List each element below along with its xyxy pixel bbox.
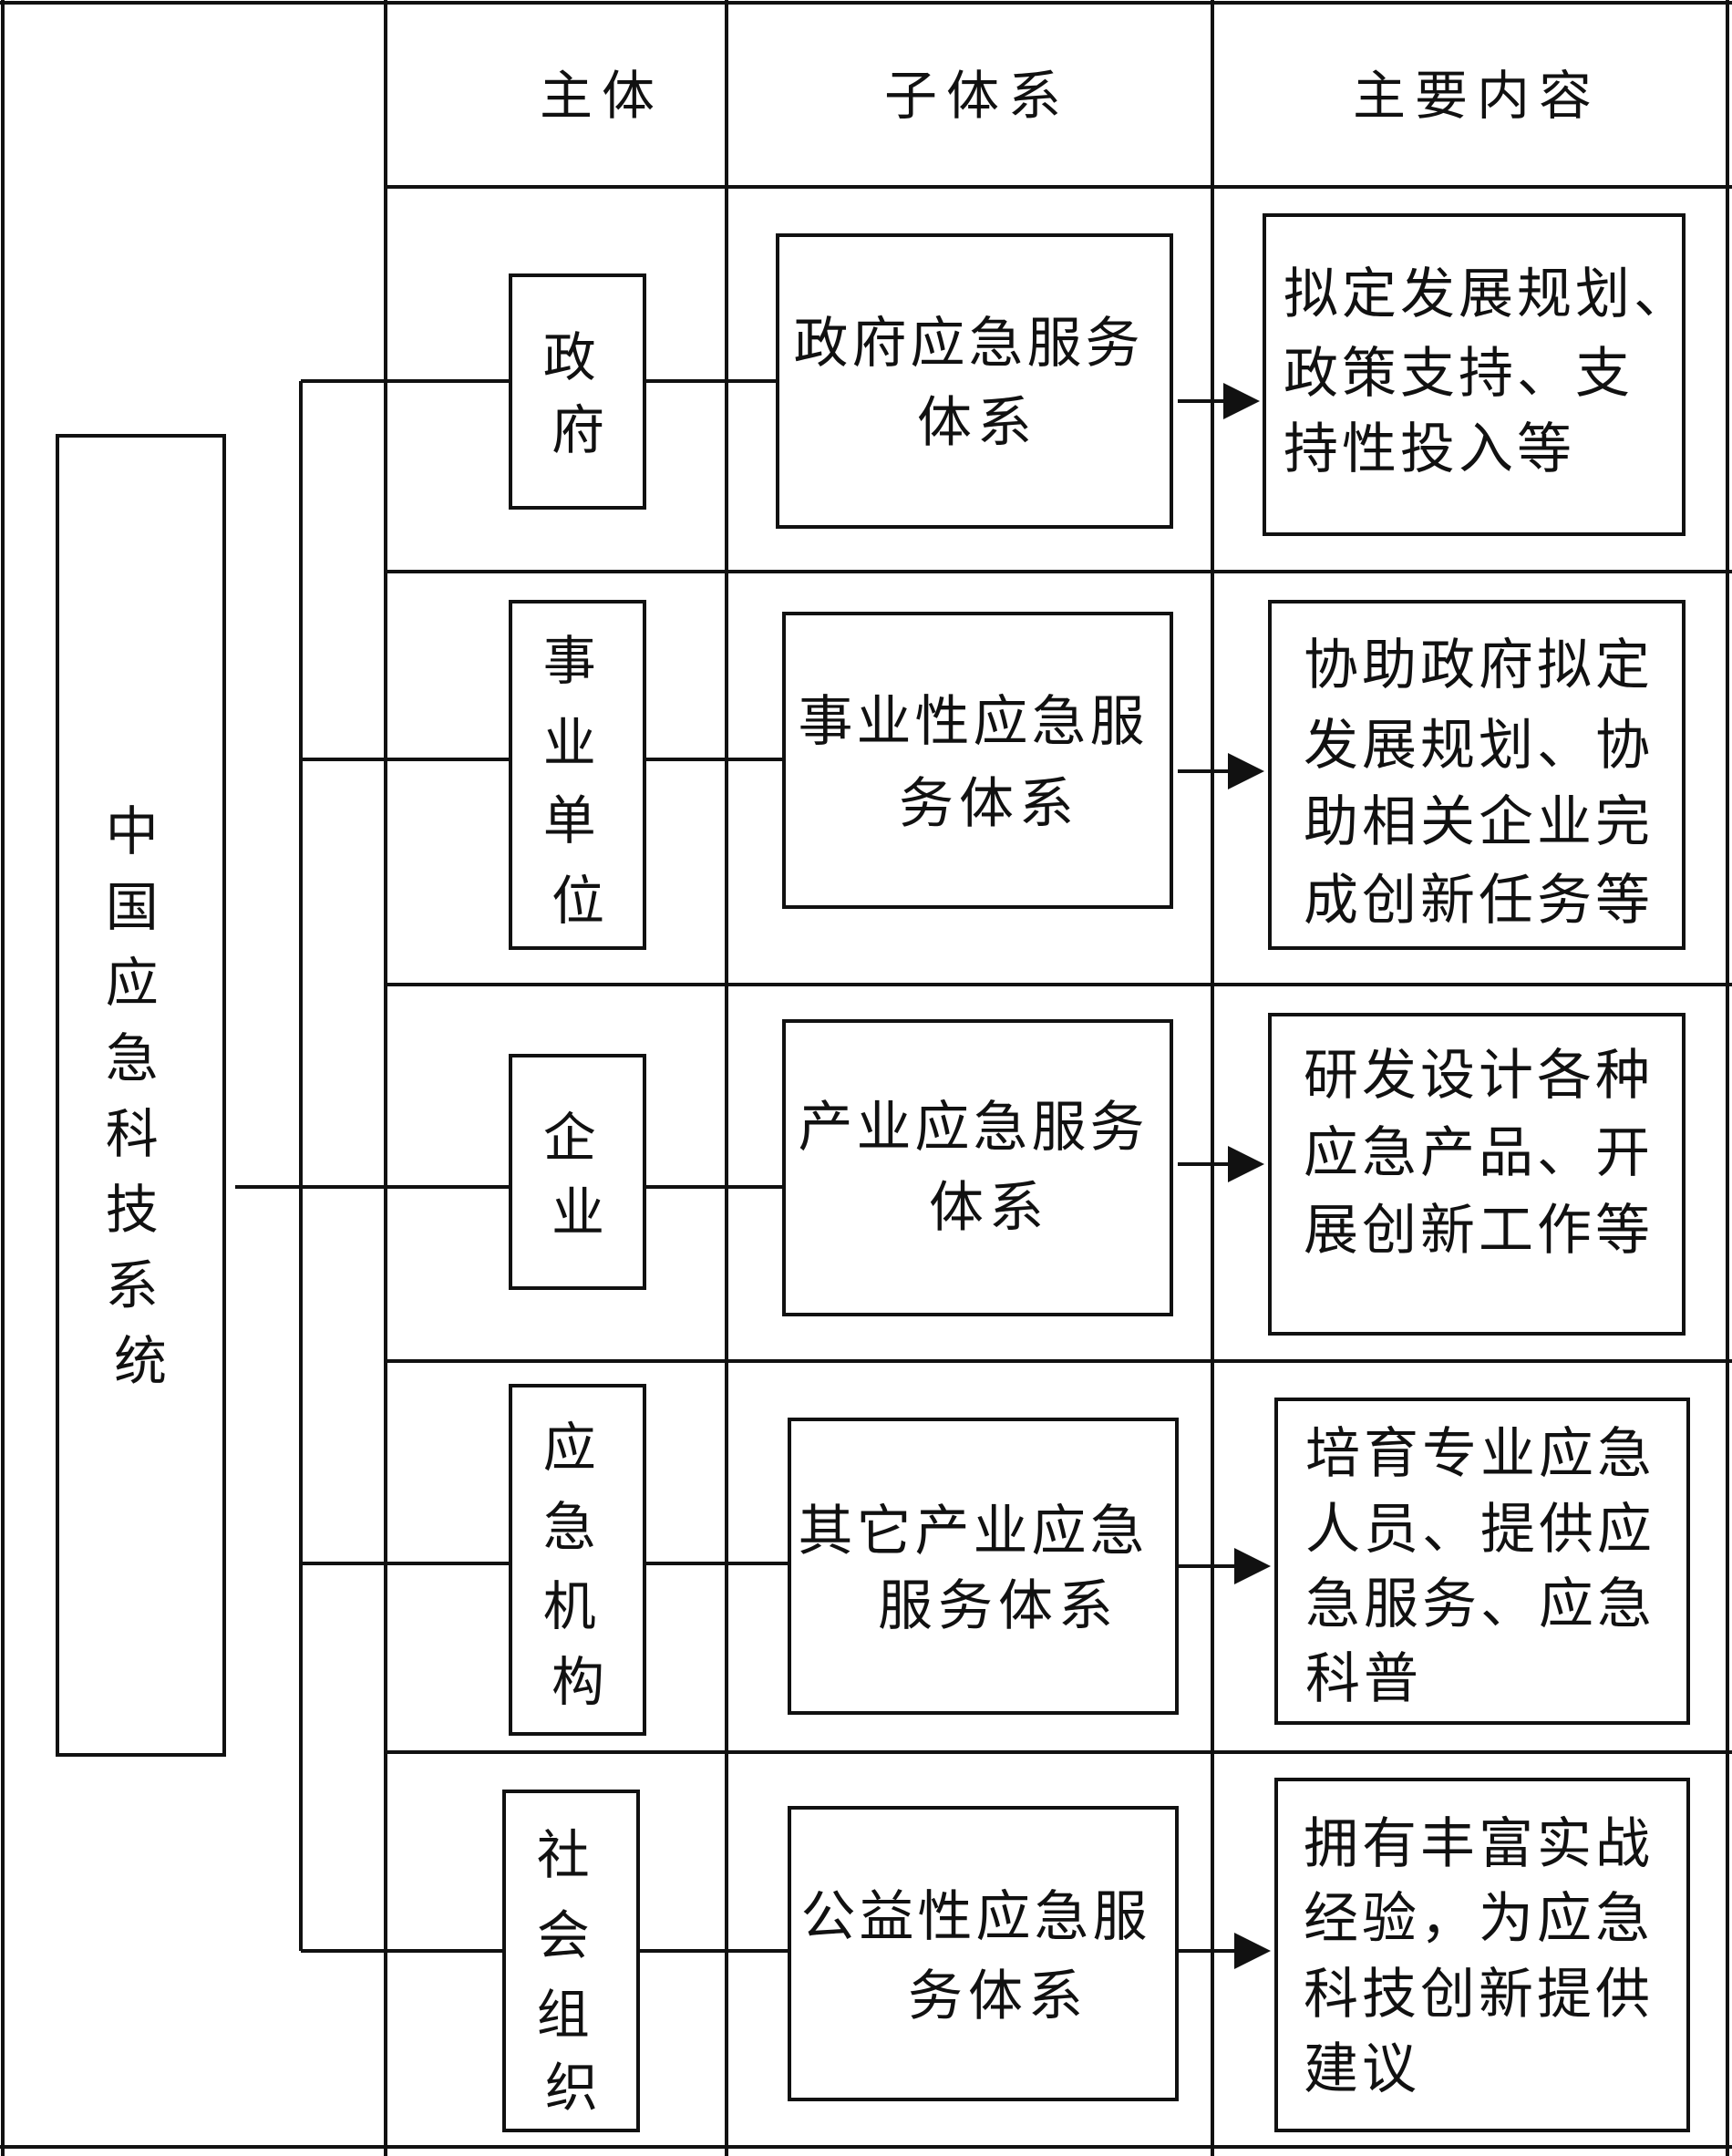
root-label: 中 国 应 急 科 技 系 统 [106, 800, 175, 1392]
subsystem-label: 政府应急服务 体系 [793, 312, 1160, 455]
row-public-institution: 事 业 单 位 事业性应急服 务体系 协助政府拟定 发展规划、协 助相关企业完 … [509, 600, 1686, 950]
subsystem-label: 公益性应急服 务体系 [800, 1885, 1168, 2028]
row-emergency-agency: 应 急 机 构 其它产业应急 服务体系 培育专业应急 人员、提供应 急服务、应急… [509, 1384, 1690, 1736]
subsystem-label: 产业应急服务 体系 [798, 1096, 1165, 1240]
content-box [1274, 1778, 1690, 2132]
row-enterprise: 企 业 产业应急服务 体系 研发设计各种 应急产品、开 展创新工作等 [509, 1013, 1686, 1336]
header-subsystem: 子体系 [884, 65, 1070, 127]
tree-connectors [235, 379, 510, 1953]
content-line: 拟定发展规划、 [1284, 263, 1692, 326]
content-line: 助相关企业完 [1304, 790, 1654, 854]
subsystem-line: 产业应急服务 [798, 1096, 1148, 1160]
content-line: 建议 [1304, 2037, 1420, 2101]
subsystem-line: 公益性应急服 [800, 1885, 1150, 1949]
subject-char: 社 [537, 1824, 590, 1886]
content-line: 科普 [1305, 1647, 1422, 1711]
content-line: 培育专业应急 [1305, 1422, 1655, 1486]
content-box [1274, 1398, 1690, 1725]
content-line: 应急产品、开 [1304, 1121, 1654, 1185]
root-box [56, 434, 226, 1757]
root-char: 急 [106, 1027, 159, 1089]
content-label: 研发设计各种 应急产品、开 展创新工作等 [1304, 1044, 1671, 1263]
subsystem-line: 服务体系 [878, 1574, 1119, 1638]
subject-char: 业 [552, 1181, 604, 1243]
content-line: 政策支持、支 [1284, 342, 1634, 406]
subsystem-line: 体系 [929, 1176, 1049, 1240]
subject-char: 位 [552, 870, 604, 932]
subject-char: 织 [545, 2057, 598, 2119]
subsystem-label: 其它产业应急 服务体系 [798, 1500, 1165, 1638]
subject-label: 事 业 单 位 [543, 630, 613, 932]
subsystem-box [788, 1418, 1179, 1715]
subject-box [509, 600, 646, 950]
header-subject: 主体 [540, 65, 664, 127]
root-char: 中 [106, 800, 159, 862]
root-char: 统 [114, 1330, 167, 1392]
subsystem-line: 事业性应急服 [798, 690, 1148, 754]
subject-char: 构 [552, 1651, 604, 1713]
subject-box [509, 273, 646, 510]
content-line: 经验，为应急 [1304, 1887, 1654, 1951]
subject-char: 事 [543, 630, 596, 692]
subject-char: 应 [543, 1417, 596, 1479]
root-char: 技 [106, 1179, 159, 1241]
subject-char: 机 [543, 1575, 596, 1637]
content-line: 展创新工作等 [1304, 1199, 1654, 1263]
subject-char: 政 [543, 326, 596, 388]
content-box [1268, 600, 1686, 950]
subject-char: 府 [552, 399, 604, 461]
subject-char: 会 [537, 1904, 590, 1966]
subject-box [502, 1790, 640, 2132]
content-line: 研发设计各种 [1304, 1044, 1654, 1108]
content-label: 拟定发展规划、 政策支持、支 持性投入等 [1284, 263, 1709, 481]
root-char: 科 [106, 1103, 159, 1165]
row-government: 政 府 政府应急服务 体系 拟定发展规划、 政策支持、支 持性投入等 [509, 213, 1709, 536]
content-line: 持性投入等 [1284, 418, 1575, 481]
content-label: 协助政府拟定 发展规划、协 助相关企业完 成创新任务等 [1304, 634, 1671, 933]
subsystem-label: 事业性应急服 务体系 [798, 690, 1165, 836]
row-social-organization: 社 会 组 织 公益性应急服 务体系 拥有丰富实战 经验，为应急 科技创新提供 … [502, 1778, 1690, 2132]
subject-char: 组 [537, 1984, 590, 2046]
subsystem-line: 其它产业应急 [798, 1500, 1148, 1563]
content-label: 培育专业应急 人员、提供应 急服务、应急 科普 [1305, 1422, 1673, 1711]
subject-label: 社 会 组 织 [537, 1824, 606, 2119]
content-line: 成创新任务等 [1304, 869, 1654, 933]
subsystem-line: 务体系 [899, 772, 1079, 836]
subject-box [509, 1054, 646, 1290]
subject-char: 单 [543, 789, 596, 851]
subsystem-box [788, 1806, 1179, 2101]
subject-char: 企 [543, 1107, 596, 1169]
subject-char: 业 [543, 712, 596, 774]
content-line: 急服务、应急 [1305, 1573, 1655, 1636]
subsystem-line: 政府应急服务 [793, 312, 1143, 376]
subject-label: 企 业 [543, 1107, 613, 1243]
subject-label: 政 府 [543, 326, 613, 461]
subsystem-line: 体系 [917, 391, 1037, 455]
root-char: 应 [106, 952, 159, 1014]
subsystem-box [782, 1019, 1173, 1316]
header-content: 主要内容 [1353, 65, 1601, 127]
subsystem-box [782, 612, 1173, 909]
content-box [1268, 1013, 1686, 1336]
subject-label: 应 急 机 构 [543, 1417, 613, 1713]
root-char: 国 [106, 876, 159, 938]
content-line: 科技创新提供 [1304, 1963, 1654, 2027]
subsystem-line: 务体系 [908, 1965, 1088, 2028]
content-label: 拥有丰富实战 经验，为应急 科技创新提供 建议 [1304, 1812, 1671, 2101]
subsystem-box [776, 233, 1173, 529]
content-line: 发展规划、协 [1304, 714, 1654, 778]
content-line: 拥有丰富实战 [1304, 1812, 1654, 1876]
content-line: 协助政府拟定 [1304, 634, 1654, 697]
subject-char: 急 [543, 1496, 596, 1558]
subject-box [509, 1384, 646, 1736]
content-box [1263, 213, 1686, 536]
content-line: 人员、提供应 [1305, 1498, 1655, 1562]
root-char: 系 [106, 1254, 159, 1316]
